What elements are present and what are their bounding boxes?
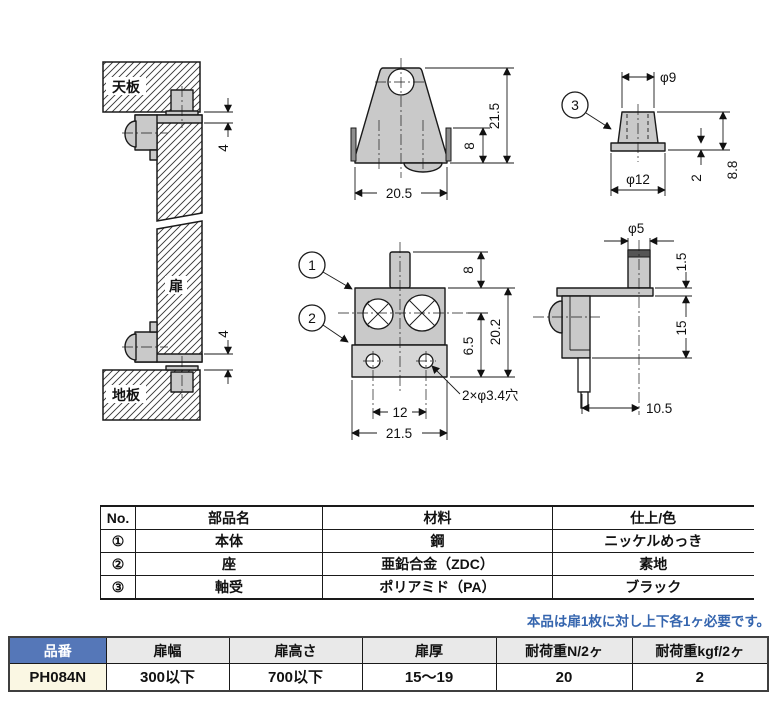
parts-table-row-2: ② 座 亜鉛合金（ZDC） 素地: [100, 552, 754, 576]
table-cell: 軸受: [135, 575, 323, 599]
parts-table-header-row: No. 部品名 材料 仕上/色: [100, 506, 754, 530]
holes-label: 2×φ3.4穴: [462, 388, 518, 403]
table-cell: 本体: [135, 529, 323, 553]
door-upper: [156, 114, 203, 222]
left-tab: [350, 127, 357, 162]
side-view: φ5 1.5 15 10.5: [533, 221, 693, 416]
dim-top-gap: 4: [216, 144, 231, 152]
dim-bushing-height: 8.8: [725, 161, 740, 180]
dim-front-width: 20.5: [386, 186, 412, 201]
top-hinge-bracket: [134, 114, 158, 151]
table-cell: ②: [100, 552, 136, 576]
top-flange: [556, 287, 654, 297]
callout-1-circle: [298, 251, 326, 279]
dim-bottom-gap: 4: [216, 330, 231, 338]
table-cell: ブラック: [625, 579, 682, 595]
door-label: 扉: [169, 278, 183, 294]
callout-3-circle: [561, 91, 589, 119]
parts-header-finish: 仕上/色: [552, 506, 754, 530]
dim-pin-dia: φ5: [628, 221, 644, 236]
dim-front-height: 21.5: [487, 103, 502, 129]
dim-bracket-height: 15: [674, 320, 689, 335]
spec-header-load-n: 耐荷重N/2ヶ: [495, 636, 633, 664]
spec-header-door-height: 扉高さ: [228, 636, 363, 664]
front-view: 21.5 8 20.5: [350, 58, 514, 201]
technical-drawings: 天板 扉 地板 4 4 21.5 8: [102, 58, 740, 441]
table-cell: ニッケルめっき: [552, 529, 754, 553]
callout-1-label: 1: [308, 257, 316, 273]
table-cell: ③: [100, 575, 136, 599]
spec-header-door-thickness: 扉厚: [361, 636, 497, 664]
bottom-panel-label: 地板: [112, 387, 141, 403]
spec-table: 品番 扉幅 扉高さ 扉厚 耐荷重N/2ヶ 耐荷重kgf/2ヶ PH084N 30…: [8, 636, 769, 692]
parts-table: No. 部品名 材料 仕上/色 ① 本体 鋼 ニッケルめっき ② 座 亜鉛合金（…: [100, 505, 754, 600]
model-number: PH084N: [8, 663, 107, 692]
table-cell: 座: [135, 552, 323, 576]
spec-header-load-kgf: 耐荷重kgf/2ヶ: [631, 636, 769, 664]
parts-header-no: No.: [100, 506, 136, 530]
table-cell: 20: [495, 663, 633, 692]
dim-plate-thickness: 1.5: [674, 253, 689, 272]
parts-table-row-3: ③ 軸受 ポリアミド（PA） ブラック: [100, 575, 754, 599]
callout-3-label: 3: [571, 97, 579, 113]
dim-pin-offset: 10.5: [646, 401, 672, 416]
dim-front-tab-height: 8: [462, 142, 477, 150]
bushing-detail-view: 3 φ9 8.8 2 φ12: [561, 70, 740, 196]
bottom-hinge-step: [149, 321, 158, 333]
dim-body-width: 21.5: [386, 426, 412, 441]
dim-pin-height: 8: [461, 266, 476, 274]
table-cell: ポリアミド（PA）: [322, 575, 553, 599]
table-cell: 300以下: [105, 663, 230, 692]
spec-header-door-width: 扉幅: [105, 636, 230, 664]
dim-hole-offset: 6.5: [461, 337, 476, 356]
dim-body-height: 20.2: [488, 319, 503, 345]
parts-header-material: 材料: [322, 506, 553, 530]
dim-hole-pitch: 12: [392, 405, 407, 420]
table-cell: 15～19: [361, 663, 497, 692]
installation-section-view: 天板 扉 地板 4 4: [102, 61, 233, 421]
table-cell: 素地: [552, 552, 754, 576]
spec-table-header-row: 品番 扉幅 扉高さ 扉厚 耐荷重N/2ヶ 耐荷重kgf/2ヶ: [8, 636, 769, 664]
spec-table-data-row: PH084N 300以下 700以下 15～19 20 2: [8, 663, 769, 692]
dim-bushing-base-dia: φ12: [626, 172, 650, 187]
table-cell: 鋼: [322, 529, 553, 553]
table-cell: 2: [631, 663, 769, 692]
top-pivot-knob: [124, 120, 137, 148]
dim-bushing-flange: 2: [689, 174, 704, 182]
spec-header-model: 品番: [8, 636, 107, 664]
table-cell: 亜鉛合金（ZDC）: [322, 552, 553, 576]
callout-2-label: 2: [308, 310, 316, 326]
right-tab: [445, 127, 452, 162]
table-cell: 700以下: [228, 663, 363, 692]
bracket-wall: [561, 295, 591, 359]
table-cell: ①: [100, 529, 136, 553]
top-hinge-step: [149, 149, 158, 161]
top-panel-label: 天板: [112, 79, 141, 95]
callout-2-circle: [298, 304, 326, 332]
usage-note: 本品は扉1枚に対し上下各1ヶ必要です。: [526, 614, 770, 629]
dim-bushing-top-dia: φ9: [660, 70, 676, 85]
parts-header-name: 部品名: [135, 506, 323, 530]
parts-table-row-1: ① 本体 鋼 ニッケルめっき: [100, 529, 754, 553]
bracket-leg: [577, 357, 591, 393]
plan-view: 1 2 8 20.2 6.5: [298, 242, 518, 441]
